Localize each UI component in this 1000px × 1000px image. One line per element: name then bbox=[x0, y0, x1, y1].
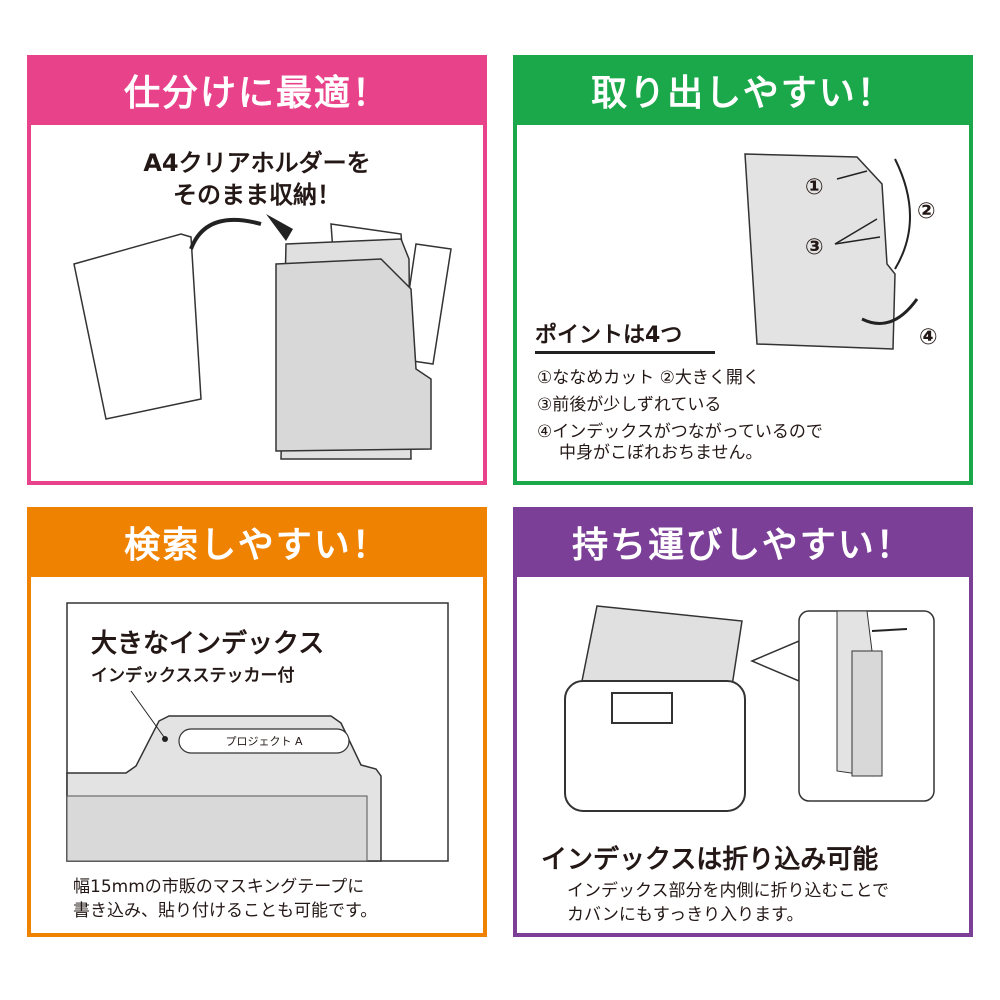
point-item: ④インデックスがつながっているので bbox=[537, 422, 823, 442]
points-list: ①ななめカット ②大きく開く ③前後が少しずれている ④インデックスがつながって… bbox=[537, 365, 823, 467]
fold-heading: インデックスは折り込み可能 bbox=[541, 845, 879, 875]
fold-description: インデックス部分を内側に折り込むことで カバンにもすっきり入ります。 bbox=[567, 879, 889, 927]
desc-line: カバンにもすっきり入ります。 bbox=[567, 905, 804, 925]
panel-title: 持ち運びしやすい！ bbox=[513, 507, 973, 577]
index-illustration bbox=[66, 602, 449, 862]
desc-line: 書き込み、貼り付けることも可能です。 bbox=[73, 901, 378, 921]
index-subheading: インデックスステッカー付 bbox=[91, 666, 295, 686]
bag-illustration bbox=[564, 605, 935, 812]
marker-2: ② bbox=[917, 199, 936, 224]
desc-line: 幅15mmの市販のマスキングテープに bbox=[73, 877, 365, 897]
panel-title: 検索しやすい！ bbox=[27, 507, 487, 577]
panel-portable: 持ち運びしやすい！ インデックスは折り込み可能 インデックス部分を内側に折り込む… bbox=[513, 507, 973, 937]
index-heading: 大きなインデックス bbox=[91, 629, 325, 659]
panel-title: 仕分けに最適！ bbox=[27, 55, 487, 125]
marker-4: ④ bbox=[919, 325, 938, 350]
folder-illustration bbox=[744, 153, 919, 350]
panel-easy-retrieve: 取り出しやすい！ ① ② ③ ④ ポイントは4つ ①ななめカット ②大きく開く … bbox=[513, 55, 973, 485]
marker-3: ③ bbox=[805, 235, 824, 260]
point-item: 中身がこぼれおちません。 bbox=[559, 443, 763, 463]
panel-sorting: 仕分けに最適！ A4クリアホルダーを そのまま収納！ bbox=[27, 55, 487, 485]
caption-line: そのまま収納！ bbox=[173, 181, 341, 209]
panel-easy-search: 検索しやすい！ プロジェクト A 大きなインデックス インデックスステッカー付 … bbox=[27, 507, 487, 937]
points-heading: ポイントは4つ bbox=[535, 317, 715, 354]
desc-line: インデックス部分を内側に折り込むことで bbox=[567, 881, 889, 901]
index-description: 幅15mmの市販のマスキングテープに 書き込み、貼り付けることも可能です。 bbox=[73, 875, 377, 923]
point-item: ③前後が少しずれている bbox=[537, 395, 722, 415]
panel-title: 取り出しやすい！ bbox=[513, 55, 973, 125]
index-sticker-label: プロジェクト A bbox=[225, 735, 303, 748]
holder-illustration bbox=[73, 214, 452, 460]
panel-caption: A4クリアホルダーを そのまま収納！ bbox=[31, 147, 483, 211]
caption-line: A4クリアホルダーを bbox=[143, 149, 371, 177]
point-item: ①ななめカット ②大きく開く bbox=[537, 368, 760, 388]
marker-1: ① bbox=[805, 175, 824, 200]
